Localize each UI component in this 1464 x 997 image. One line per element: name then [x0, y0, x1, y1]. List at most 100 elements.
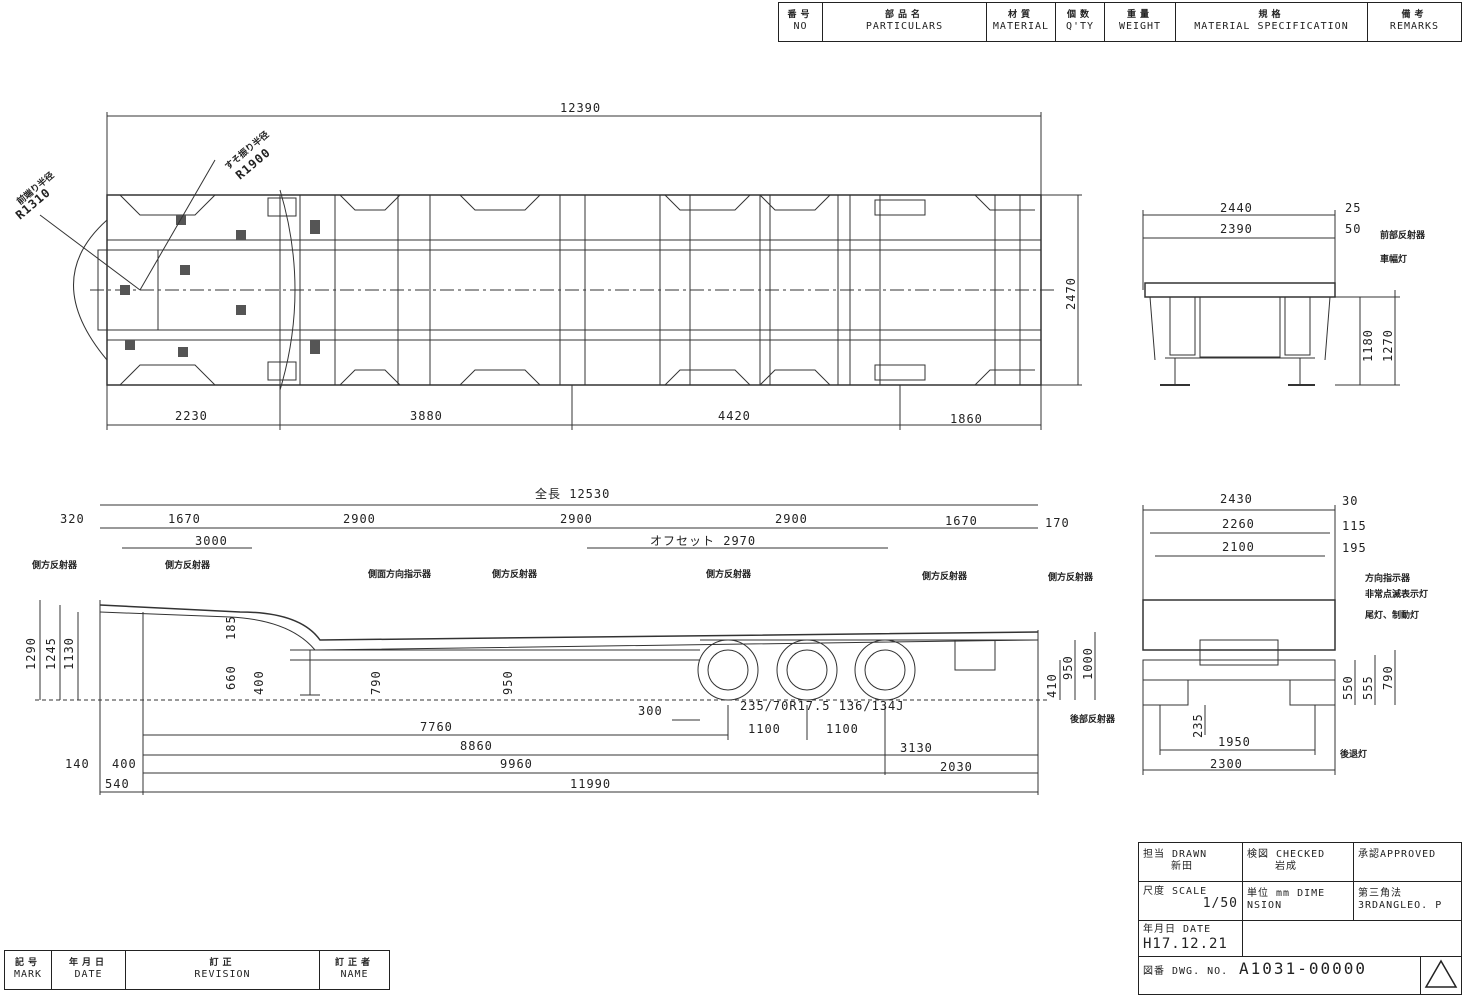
- drawn-name: 新田: [1171, 861, 1193, 872]
- qty-en: Q'TY: [1065, 21, 1095, 32]
- material-jp: 材質: [1007, 10, 1034, 20]
- rear2-h-790: 790: [1381, 665, 1395, 690]
- rear2-label-2: 尾灯、制動灯: [1364, 609, 1419, 621]
- spec-en: MATERIAL SPECIFICATION: [1194, 21, 1349, 32]
- approved-cell: 承認APPROVED: [1353, 842, 1462, 882]
- drawn-cell: 担当 DRAWN 新田: [1138, 842, 1243, 882]
- rear-r-50: 50: [1345, 222, 1361, 236]
- rear2-label-3: 後部反射器: [1070, 713, 1116, 725]
- no-jp: 番号: [787, 10, 814, 20]
- rear2-r-115: 115: [1342, 519, 1367, 533]
- side-view: [35, 504, 1096, 795]
- rear2-r-195: 195: [1342, 541, 1367, 555]
- dwg-label: 図番 DWG. NO.: [1143, 966, 1229, 977]
- remarks-en: REMARKS: [1389, 21, 1440, 32]
- side-top-1670b: 1670: [945, 514, 978, 528]
- side-dim-3000: 3000: [195, 534, 228, 548]
- dim-1860: 1860: [950, 412, 983, 426]
- side-h-185: 185: [224, 615, 238, 640]
- side-offset: オフセット 2970: [650, 534, 756, 548]
- side-h-950: 950: [501, 670, 515, 695]
- rev-revision: 訂正 REVISION: [125, 950, 320, 990]
- rear2-w-2260: 2260: [1222, 517, 1255, 531]
- side-dim-1100b: 1100: [826, 722, 859, 736]
- dim-4420: 4420: [718, 409, 751, 423]
- rev-date-jp: 年月日: [68, 958, 108, 968]
- checked-name: 岩成: [1275, 861, 1297, 872]
- particulars-en: PARTICULARS: [865, 21, 944, 32]
- rev-name: 訂正者 NAME: [319, 950, 390, 990]
- rear-view-upper: [1142, 210, 1400, 386]
- angle-cell: 第三角法 3RDANGLEO. P: [1353, 881, 1462, 921]
- tire-spec: 235/70R17.5 136/134J: [740, 699, 905, 713]
- side-label-1: 側方反射器: [164, 559, 211, 571]
- dimension-label: 単位 mm DIME NSION: [1247, 888, 1326, 911]
- dimension-cell: 単位 mm DIME NSION: [1242, 881, 1354, 921]
- parts-header-remarks: 備考 REMARKS: [1367, 2, 1462, 42]
- side-top-1670a: 1670: [168, 512, 201, 526]
- rev-mark-en: MARK: [13, 969, 43, 980]
- drawn-label: 担当 DRAWN: [1143, 849, 1208, 860]
- title-block: 担当 DRAWN 新田 検図 CHECKED 岩成 承認APPROVED 尺度 …: [1138, 842, 1462, 995]
- side-h-660: 660: [224, 665, 238, 690]
- side-dim-7760: 7760: [420, 720, 453, 734]
- side-overall: 全長 12530: [535, 486, 610, 501]
- side-top-2900c: 2900: [775, 512, 808, 526]
- rev-revision-jp: 訂正: [209, 958, 236, 968]
- side-top-320: 320: [60, 512, 85, 526]
- date-spare-cell: [1242, 920, 1462, 957]
- side-label-5: 側方反射器: [921, 570, 968, 582]
- side-h-1130: 1130: [62, 637, 76, 670]
- projection-triangle-icon: [1424, 959, 1458, 988]
- rev-date-en: DATE: [74, 969, 103, 980]
- revision-block: 記号 MARK 年月日 DATE 訂正 REVISION 訂正者 NAME: [4, 950, 390, 990]
- scale-label: 尺度 SCALE: [1143, 886, 1208, 897]
- rear2-h-555: 555: [1361, 675, 1375, 700]
- side-top-170: 170: [1045, 516, 1070, 530]
- rear-view-lower: [1142, 505, 1396, 775]
- particulars-jp: 部品名: [884, 10, 924, 20]
- side-dim-1100a: 1100: [748, 722, 781, 736]
- rear-label-front-reflector: 前部反射器: [1380, 229, 1426, 241]
- rear-h-1270: 1270: [1381, 329, 1395, 362]
- side-label-2: 側面方向指示器: [367, 568, 432, 580]
- rear2-w-1950: 1950: [1218, 735, 1251, 749]
- date-value: H17.12.21: [1143, 936, 1228, 952]
- approved-label: 承認APPROVED: [1358, 849, 1437, 860]
- plan-view: [39, 112, 1082, 430]
- rear-r-25: 25: [1345, 201, 1361, 215]
- side-dim-8860: 8860: [460, 739, 493, 753]
- date-label: 年月日 DATE: [1143, 924, 1212, 935]
- remarks-jp: 備考: [1401, 10, 1428, 20]
- rear-w-2390: 2390: [1220, 222, 1253, 236]
- dwg-number: A1031-00000: [1239, 959, 1367, 978]
- rear2-r-30: 30: [1342, 494, 1358, 508]
- side-dim-9960: 9960: [500, 757, 533, 771]
- scale-value: 1/50: [1202, 896, 1238, 911]
- side-dim-540: 540: [105, 777, 130, 791]
- parts-header: 番号 NO 部品名 PARTICULARS 材質 MATERIAL 個数 Q'T…: [778, 2, 1462, 42]
- qty-jp: 個数: [1066, 10, 1093, 20]
- date-cell: 年月日 DATE H17.12.21: [1138, 920, 1243, 957]
- checked-cell: 検図 CHECKED 岩成: [1242, 842, 1354, 882]
- side-h-1000: 1000: [1081, 647, 1095, 680]
- checked-label: 検図 CHECKED: [1247, 849, 1326, 860]
- side-dim-140: 140: [65, 757, 90, 771]
- rear2-label-4: 後退灯: [1340, 748, 1367, 760]
- side-top-2900a: 2900: [343, 512, 376, 526]
- side-h-950r: 950: [1061, 655, 1075, 680]
- rev-mark: 記号 MARK: [4, 950, 52, 990]
- side-dim-3130: 3130: [900, 741, 933, 755]
- side-label-6: 側方反射器: [1047, 571, 1094, 583]
- rev-name-jp: 訂正者: [334, 958, 374, 968]
- rear2-label-0: 方向指示器: [1365, 572, 1411, 584]
- rear2-h-235: 235: [1191, 713, 1205, 738]
- side-dim-300: 300: [638, 704, 663, 718]
- scale-cell: 尺度 SCALE 1/50: [1138, 881, 1243, 921]
- rev-name-en: NAME: [340, 969, 369, 980]
- side-label-3: 側方反射器: [491, 568, 538, 580]
- rear-label-width-lamp: 車幅灯: [1380, 253, 1407, 265]
- side-h-410: 410: [1045, 673, 1059, 698]
- rear2-w-2430: 2430: [1220, 492, 1253, 506]
- dwg-cell: 図番 DWG. NO. A1031-00000: [1138, 956, 1421, 995]
